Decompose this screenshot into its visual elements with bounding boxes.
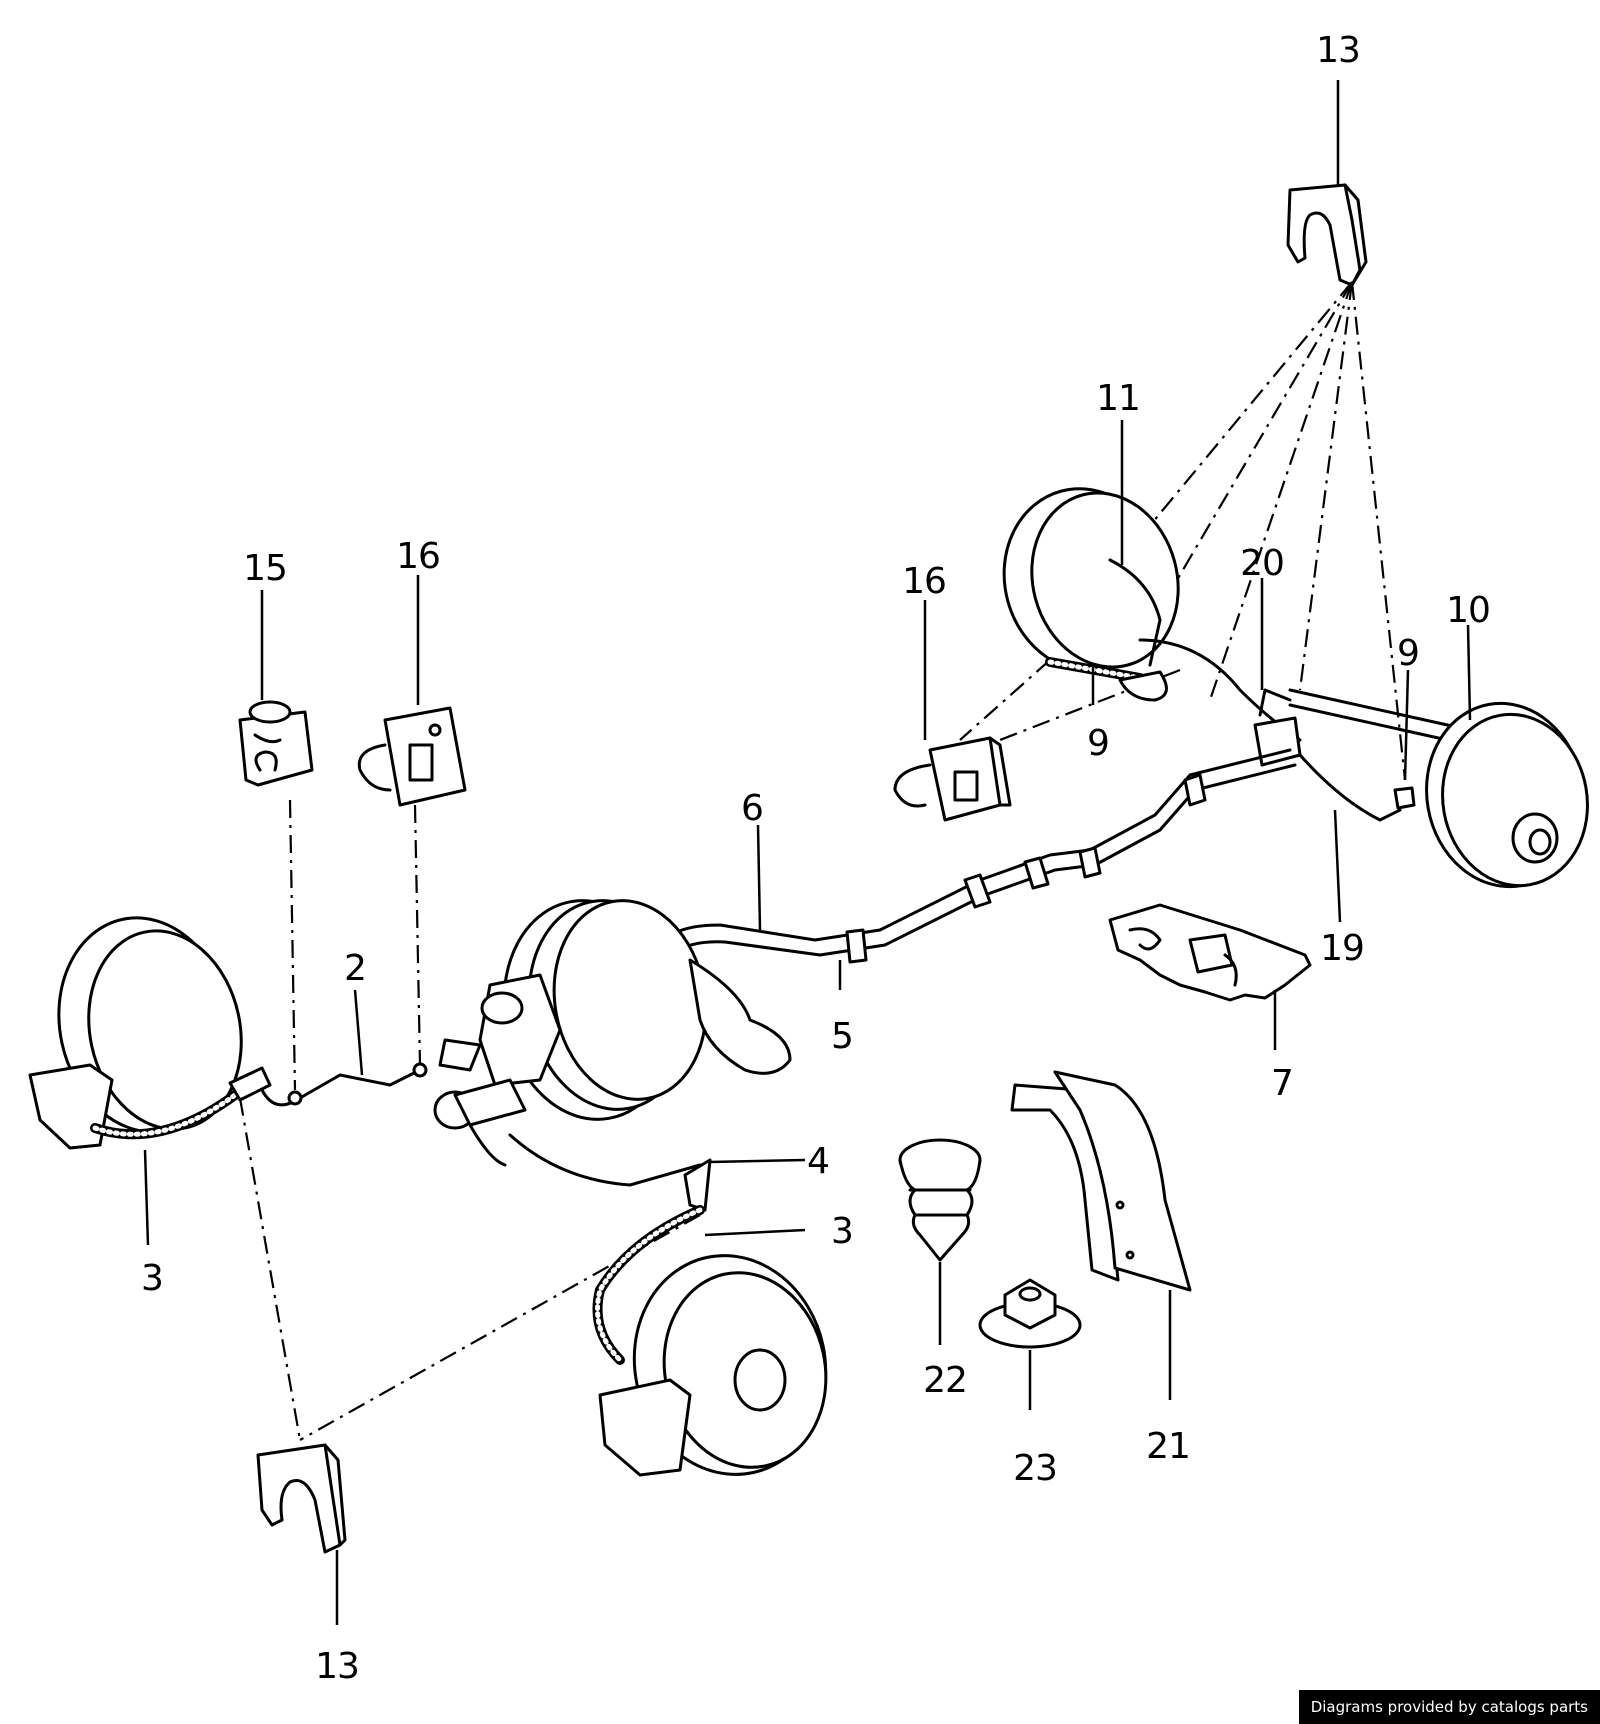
part-16-clamp-left <box>357 706 467 807</box>
part-20-rear-brake-line <box>1138 638 1416 822</box>
callout-5: 5 <box>831 1016 853 1057</box>
callout-16-left: 16 <box>396 536 440 577</box>
callout-2: 2 <box>344 948 366 989</box>
part-21-heat-shield <box>1010 1070 1192 1292</box>
part-23-nut <box>978 1278 1082 1349</box>
part-11-rear-brake-drum-left <box>1002 487 1180 673</box>
attribution-badge: Diagrams provided by catalogs parts <box>1298 1690 1600 1724</box>
part-3-front-left-brake <box>28 916 272 1150</box>
part-3-front-right-brake <box>592 1205 828 1477</box>
callout-19: 19 <box>1320 928 1364 969</box>
part-16-clamp-right <box>893 736 1012 822</box>
brake-booster-master-cylinder <box>433 899 792 1167</box>
callout-3-right: 3 <box>831 1211 853 1252</box>
callout-15: 15 <box>243 548 287 589</box>
callout-3-left: 3 <box>141 1258 163 1299</box>
callout-13-bottom: 13 <box>315 1646 359 1687</box>
callout-4: 4 <box>807 1141 829 1182</box>
callout-10: 10 <box>1446 590 1490 631</box>
callout-leaders <box>143 80 1472 1625</box>
callout-23: 23 <box>1013 1448 1057 1489</box>
callout-labels: 13 11 20 10 9 9 16 15 16 6 2 5 19 7 4 3 … <box>141 30 1491 1687</box>
callout-22: 22 <box>923 1360 967 1401</box>
callout-20: 20 <box>1240 543 1284 584</box>
part-2-brake-line <box>260 1062 428 1107</box>
part-10-rear-brake-drum-right <box>1288 688 1589 889</box>
callout-11: 11 <box>1096 378 1140 419</box>
callout-9-right: 9 <box>1397 633 1419 674</box>
callout-16-right: 16 <box>902 561 946 602</box>
part-13-top-clip <box>1286 183 1368 287</box>
callout-6: 6 <box>741 788 763 829</box>
part-9-rear-hose-left <box>1045 657 1168 702</box>
callout-7: 7 <box>1271 1063 1293 1104</box>
part-7-bracket <box>1108 903 1312 1002</box>
part-4-brake-line-front-right <box>508 1133 712 1212</box>
part-22-plug <box>898 1138 982 1262</box>
callout-9-mid: 9 <box>1087 723 1109 764</box>
part-15-clamp <box>238 700 314 787</box>
part-13-bottom-clip <box>256 1443 347 1554</box>
callout-21: 21 <box>1146 1426 1190 1467</box>
callout-13-top: 13 <box>1316 30 1360 71</box>
